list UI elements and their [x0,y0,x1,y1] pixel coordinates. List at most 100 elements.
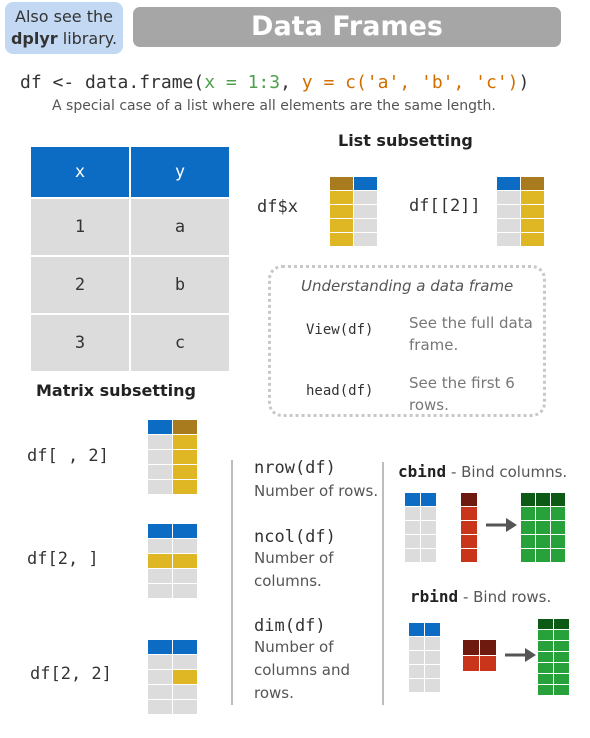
cbind-label: cbind - Bind columns. [398,462,567,481]
table-row: 3 c [29,313,231,373]
table-header-cell: x [29,145,131,199]
grid-cell [405,521,420,534]
rbind-label: rbind - Bind rows. [410,587,551,606]
cbind-arrow-icon [486,518,517,532]
view-desc-line: See the full data [409,314,533,332]
divider-left [231,460,233,705]
note-rest: library. [57,29,118,48]
dplyr-note: Also see the dplyr library. [5,2,123,54]
grid-cell [536,521,550,534]
note-line1: Also see the [15,7,113,26]
grid-cell [521,549,535,562]
head-desc-line: See the first 6 [409,374,515,392]
grid-cell [551,549,565,562]
grid-cell [521,535,535,548]
page-title: Data Frames [133,7,561,47]
grid-cell [173,569,197,583]
code-x-arg: x = 1:3 [204,72,281,93]
grid-cell [554,663,569,673]
understanding-panel [268,265,546,417]
table-cell: 2 [29,255,131,315]
dim-desc-line: rows. [254,684,294,702]
grid-cell [425,623,440,636]
grid-cell [480,640,496,655]
note-line2: dplyr library. [5,28,123,50]
grid-cell [461,535,477,548]
grid-cell [497,233,520,246]
grid-cell [461,549,477,562]
view-desc-line: frame. [409,336,459,354]
grid-cell [538,652,553,662]
grid-cell [173,670,197,684]
grid-cell [538,619,553,629]
grid-cell [421,507,436,520]
grid-cell [148,480,172,494]
grid-cell [405,549,420,562]
understanding-title: Understanding a data frame [301,277,514,295]
grid-cell [521,177,544,190]
grid-cell [148,554,172,568]
nrow-description: Number of rows. [254,482,379,500]
grid-cell [148,569,172,583]
grid-cell [538,663,553,673]
table-header-cell: y [129,145,231,199]
grid-cell [554,685,569,695]
table-cell: a [129,197,231,257]
ncol-code: ncol(df) [254,527,336,547]
list-subsetting-heading: List subsetting [338,131,473,150]
dim-desc-line: Number of [254,638,334,656]
dim-code: dim(df) [254,616,326,636]
grid-cell [330,219,353,232]
grid-cell [551,507,565,520]
double-bracket-code: df[[2]] [409,196,481,216]
example-data-frame-table: x y 1 a 2 b 3 c [29,145,231,373]
view-description: See the full data frame. [409,312,533,356]
grid-cell [409,623,424,636]
grid-cell [536,507,550,520]
grid-cell [148,685,172,699]
grid-cell [405,507,420,520]
grid-cell [521,521,535,534]
grid-cell [405,535,420,548]
grid-cell [425,665,440,678]
grid-cell [148,700,172,714]
grid-cell [461,493,477,506]
note-package: dplyr [10,29,58,48]
grid-cell [330,177,353,190]
head-code: head(df) [306,383,374,399]
grid-cell [148,655,172,669]
table-cell: b [129,255,231,315]
grid-cell [461,521,477,534]
grid-cell [148,584,172,598]
grid-cell [425,637,440,650]
table-cell: 3 [29,313,131,373]
grid-cell [148,670,172,684]
grid-cell [497,205,520,218]
code-sep: , [280,72,302,93]
grid-cell [354,233,377,246]
ncol-desc-line: columns. [254,572,322,590]
grid-cell [409,651,424,664]
view-code: View(df) [306,322,374,338]
dollar-subset-code: df$x [257,197,298,217]
nrow-code: nrow(df) [254,458,336,478]
grid-cell [521,219,544,232]
grid-cell [409,637,424,650]
grid-cell [173,524,197,538]
grid-cell [354,177,377,190]
grid-cell [354,191,377,204]
head-desc-line: rows. [409,396,449,414]
rbind-code: rbind [410,587,459,606]
grid-cell [330,205,353,218]
grid-cell [497,177,520,190]
grid-cell [148,450,172,464]
code-suffix: ) [518,72,530,93]
grid-cell [554,619,569,629]
cbind-code: cbind [398,462,447,481]
grid-cell [173,539,197,553]
row-subset-code: df[2, ] [27,549,99,569]
grid-cell [554,652,569,662]
grid-cell [330,233,353,246]
grid-cell [480,656,496,671]
grid-cell [173,420,197,434]
